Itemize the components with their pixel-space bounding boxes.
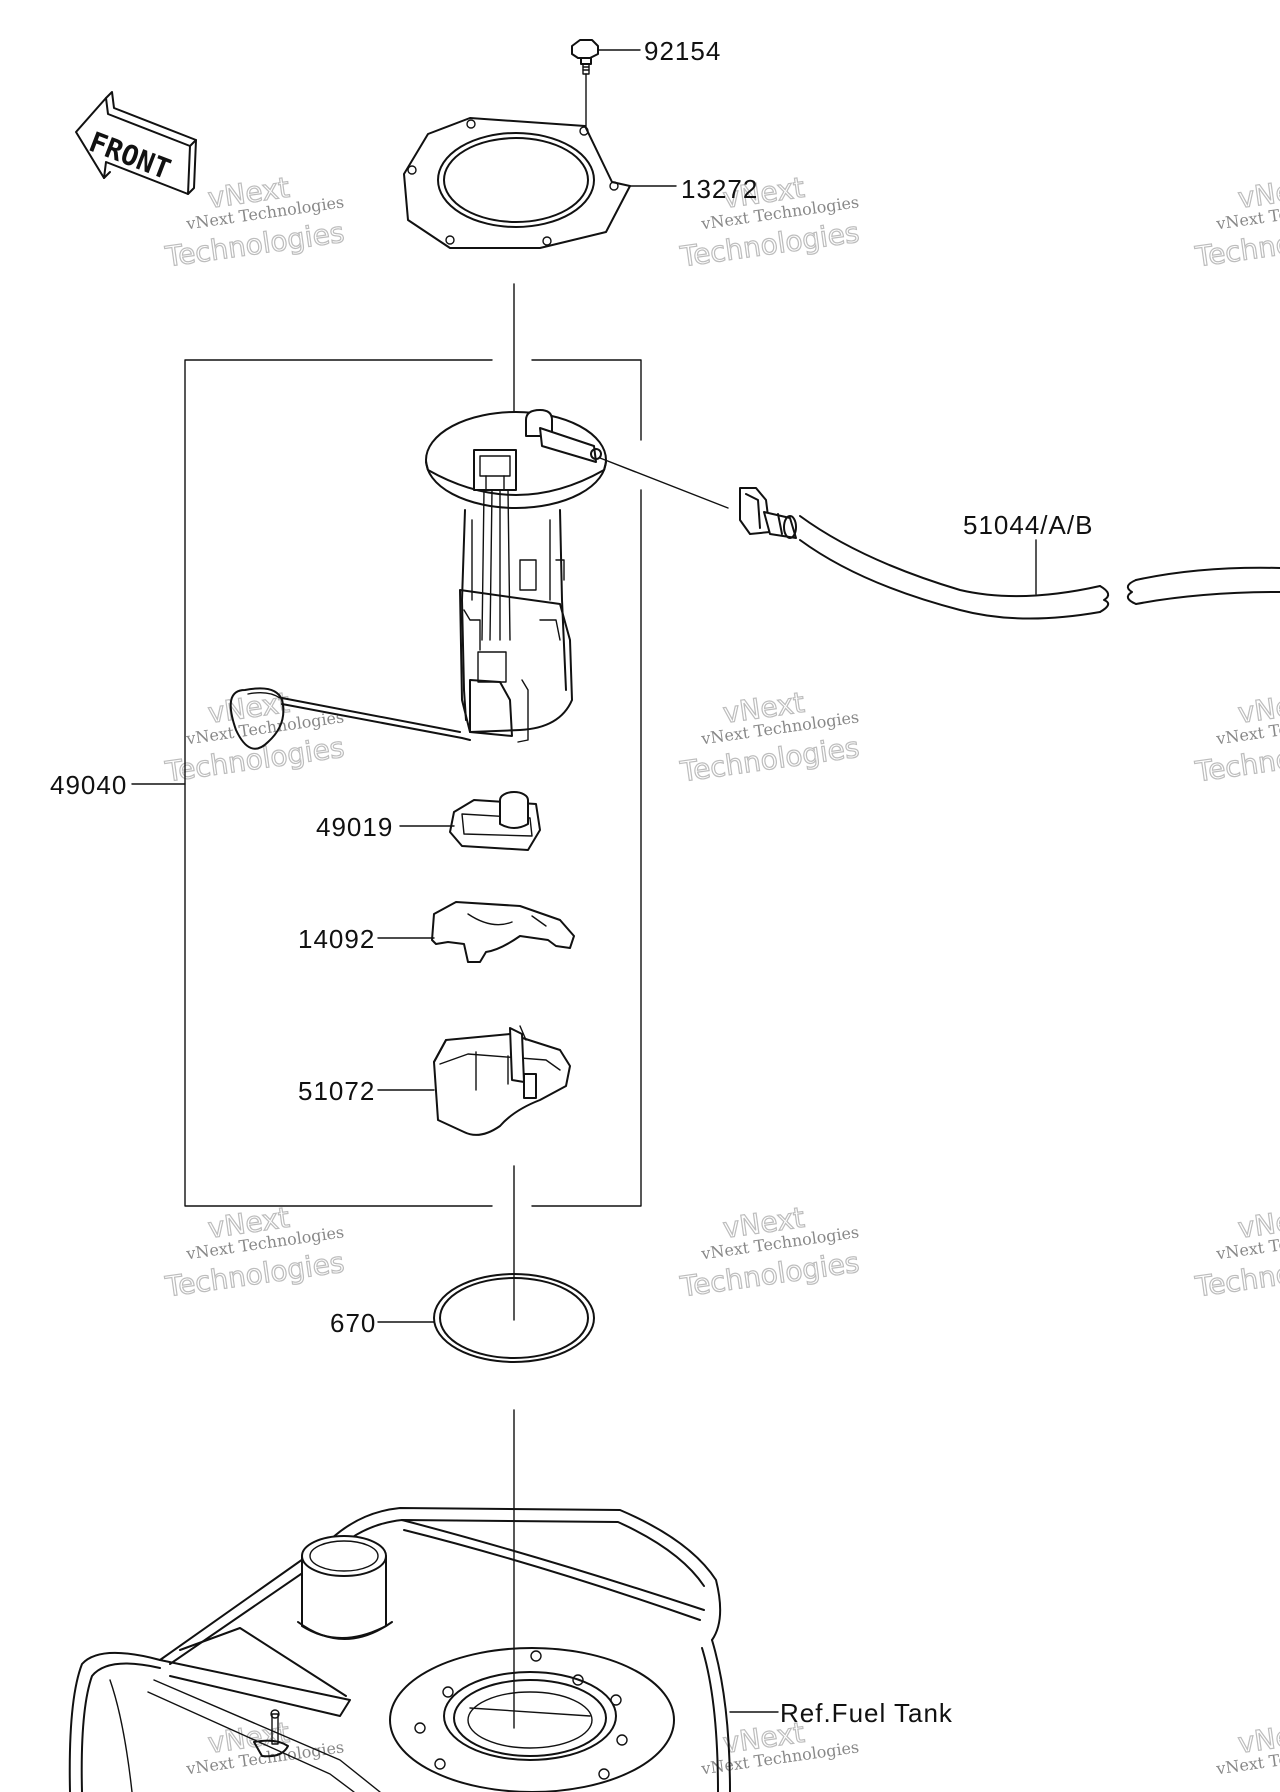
o-ring-670: [377, 1273, 595, 1363]
label-49019: 49019: [316, 812, 393, 842]
assembly-bracket-49040: [131, 359, 642, 1207]
label-14092: 14092: [298, 924, 375, 954]
watermark-6: vNext vNext Technologies Technologies: [1192, 685, 1280, 789]
label-670: 670: [330, 1308, 376, 1338]
watermark-9: vNext vNext Technologies Technologies: [1192, 1200, 1280, 1304]
label-13272: 13272: [681, 174, 758, 204]
holder-51072: [377, 1025, 571, 1136]
fuel-hose-51044: [599, 457, 1280, 620]
front-arrow-icon: FRONT: [75, 91, 197, 195]
label-ref-fuel-tank: Ref.Fuel Tank: [780, 1698, 953, 1728]
gasket-13272: [403, 117, 677, 249]
fuel-tank-reference: [68, 1507, 779, 1792]
watermark-8: vNext vNext Technologies Technologies: [677, 1200, 862, 1304]
cover-14092: [377, 901, 575, 963]
label-51072: 51072: [298, 1076, 375, 1106]
fuel-pump-assembly: [229, 409, 607, 750]
watermark-3: vNext vNext Technologies Technologies: [1192, 170, 1280, 274]
watermark-5: vNext vNext Technologies Technologies: [677, 685, 862, 789]
watermark-7: vNext vNext Technologies Technologies: [162, 1200, 347, 1304]
label-51044: 51044/A/B: [963, 510, 1093, 540]
filter-49019: [399, 791, 541, 851]
bolt-92154: [571, 39, 641, 129]
watermark-1: vNext vNext Technologies Technologies: [162, 170, 347, 274]
watermark-12: vNext vNext Technologies: [1214, 1715, 1280, 1778]
label-49040: 49040: [50, 770, 127, 800]
label-92154: 92154: [644, 36, 721, 66]
watermark-group: vNext vNext Technologies Technologies vN…: [162, 170, 1280, 1778]
